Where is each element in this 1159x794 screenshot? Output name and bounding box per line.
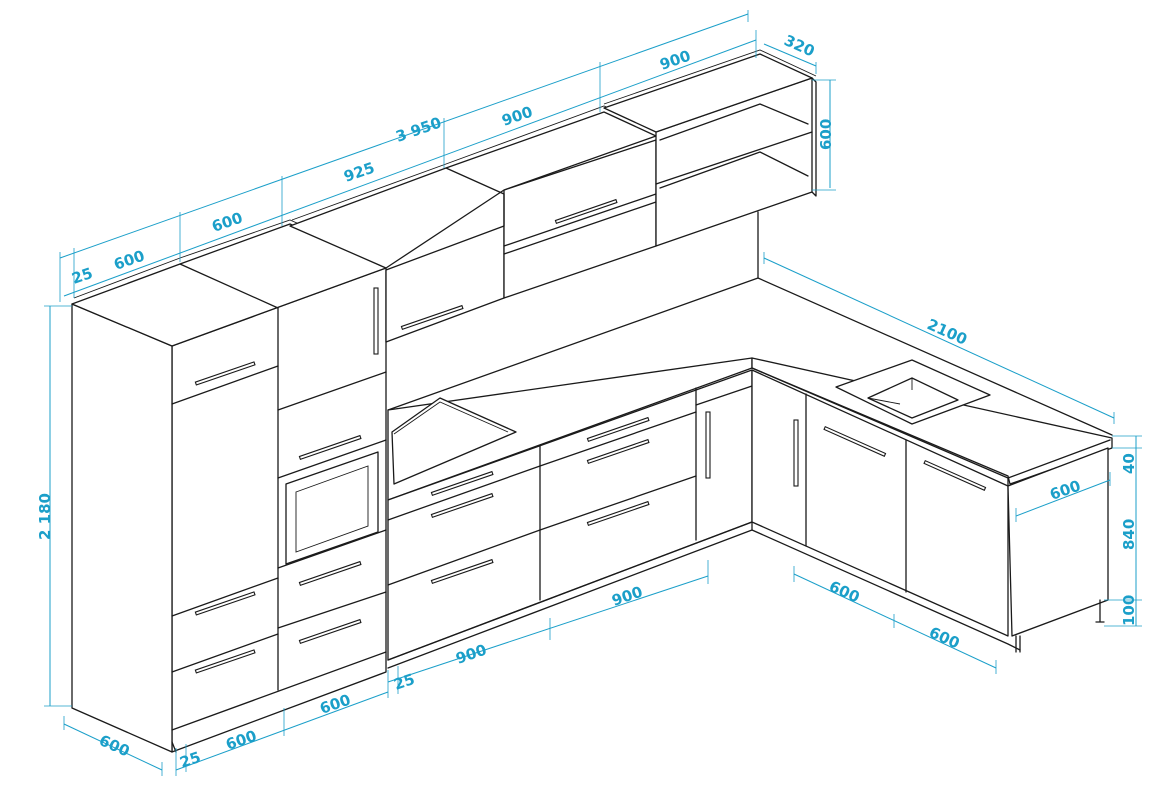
handle-upper-b [554,198,618,225]
dim-tall-height: 2 180 [36,493,54,540]
base-leg [1015,599,1105,653]
dim-bottom-25-mid: 25 [391,670,417,694]
tall-line-3 [171,633,279,673]
handle-base-a1 [430,470,494,497]
dim-upper-600-left: 600 [111,247,146,274]
hob [391,397,517,485]
dimline-upper-chain [63,39,757,297]
dim-plinth-100: 100 [1120,595,1138,626]
handle-upper-a [400,304,464,331]
base-plinth-long [387,521,753,669]
tall-line-4 [277,371,387,411]
handle-fridge-vertical [373,287,379,355]
dim-base-840: 840 [1120,519,1138,550]
sink-bowl-depth [867,378,913,405]
worktop-side-end [1007,439,1111,479]
upper-shelf-b [503,193,657,255]
handle-mid-drawer [298,434,362,461]
handle-tall-top [194,361,256,386]
dimline-total [59,13,749,259]
handle-base-a2 [430,492,494,519]
dim-side-600-a: 600 [826,577,862,606]
dim-shelf-depth-320: 320 [781,31,817,60]
handles [194,198,987,674]
handle-side-drawer-2 [923,459,987,491]
handle-tall-drawer-2 [194,649,256,674]
dimline-side-depth [1015,479,1111,517]
dim-side-600-b: 600 [926,623,962,652]
dimline-shelf-depth [763,43,817,67]
open-shelf-inner [655,103,813,189]
sink-bowl [867,377,959,419]
oven [285,451,379,565]
tall-line-6 [277,529,387,569]
handle-base-b3 [586,500,650,527]
tall-top-split [179,263,279,309]
tall-line-7 [277,591,387,629]
base-drawer-line-b2 [539,475,697,531]
handle-lower-drawer-2 [298,618,362,645]
dimline-side-length [763,257,1115,419]
base-drawer-line-b1 [539,411,697,467]
dim-shelf-height-600: 600 [817,119,835,150]
hob-inner [393,401,509,435]
dim-bottom-25-left: 25 [177,748,203,772]
dim-side-length: 2100 [924,315,969,348]
handle-side-drawer-1 [823,425,887,457]
upper-split-line [445,167,505,227]
handle-base-a3 [430,558,494,585]
tall-line-1 [171,365,279,405]
handle-side-vertical [793,419,799,487]
base-drawer-line-a2 [387,529,541,586]
tall-plinth [171,651,387,753]
tall-line-2 [171,577,279,617]
handle-base-c-vertical [705,411,711,479]
dim-total-length: 3 950 [393,113,443,145]
base-drawer-line-a1 [387,465,541,521]
dimline-bottom-base [387,575,709,683]
dimline-bottom-tall [175,691,389,771]
tall-line-5 [277,439,387,479]
base-cabinets-side [751,369,1009,637]
dim-bottom-900-a: 900 [453,641,488,668]
dimline-tall-depth [63,723,163,771]
dim-worktop-40: 40 [1120,453,1138,474]
dim-tall-depth: 600 [96,731,132,760]
handle-base-b1 [586,416,650,443]
dim-bottom-900-b: 900 [609,583,644,610]
handle-tall-drawer-1 [194,591,256,616]
base-door-line-c [695,385,753,406]
tall-unit-side [71,303,173,753]
handle-lower-drawer-1 [298,560,362,587]
handle-base-b2 [586,438,650,465]
dimline-side-base [793,573,997,669]
oven-window [295,465,369,553]
dim-upper-900-left: 900 [499,103,534,130]
kitchen-line-art [71,49,1113,753]
open-shelf-top-edge [603,49,817,105]
dim-upper-25: 25 [69,264,95,288]
dim-upper-600: 600 [209,209,244,236]
